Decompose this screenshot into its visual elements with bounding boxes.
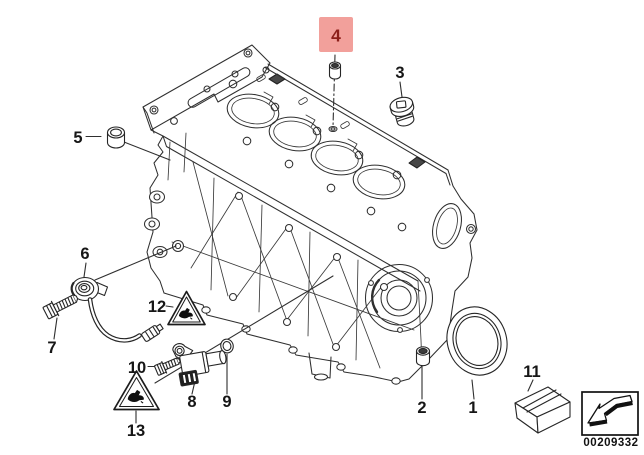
callout-7[interactable]: 7 [47,339,56,357]
callout-1[interactable]: 1 [468,399,477,417]
part-number-stamp: 00209332 [583,437,638,449]
callout-9[interactable]: 9 [222,393,231,411]
pulse-sensor-drawing-8 [172,343,227,387]
bolt-drawing-7 [42,294,79,320]
leader-line-6b [94,245,177,281]
callout-5[interactable]: 5 [73,129,82,147]
callout-6[interactable]: 6 [80,245,89,263]
callout-13[interactable]: 13 [127,422,145,440]
seal-ring-drawing-1 [446,306,508,376]
callout-3[interactable]: 3 [395,64,404,82]
kit-box-drawing-11 [514,386,571,434]
callout-11[interactable]: 11 [523,363,540,381]
engine-block-drawing [142,44,478,385]
direction-arrow-icon [581,391,639,436]
o-ring-drawing-9 [220,338,234,354]
dowel-bushing-drawing-5 [106,126,126,149]
bolt-drawing-10 [154,357,181,376]
dowel-pin-drawing-2 [415,346,431,367]
warning-triangle-icon-13 [113,370,160,411]
callout-4-highlight[interactable] [319,17,353,52]
leader-dash-12 [165,305,174,308]
screw-plug-drawing-3 [389,96,415,127]
warning-triangle-icon-12 [167,290,206,326]
leader-line-1 [471,379,475,400]
leader-line-6 [83,262,87,278]
leader-line-7 [53,317,58,340]
callout-10[interactable]: 10 [128,359,146,377]
callout-4[interactable]: 4 [331,26,341,46]
knock-sensor-drawing-6 [70,276,164,343]
callout-8[interactable]: 8 [187,393,196,411]
callout-2[interactable]: 2 [417,399,426,417]
leader-line-11 [527,379,534,392]
leader-line-3 [399,81,403,98]
dowel-sleeve-drawing-4 [328,61,342,80]
callout-12[interactable]: 12 [148,298,166,316]
leader-line-5 [123,141,171,161]
cable-connector [141,323,164,342]
